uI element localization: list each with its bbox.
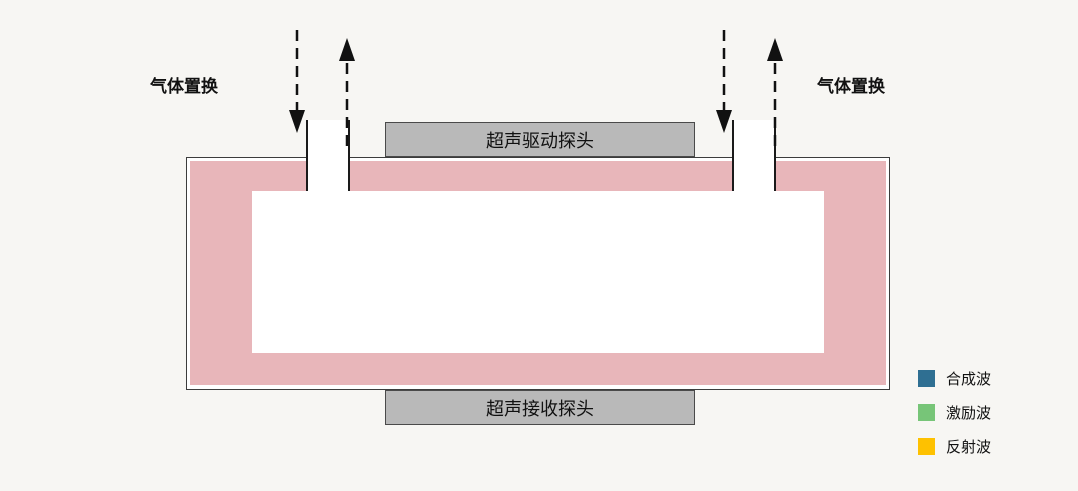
legend-item-excitation-wave: 激励波	[918, 403, 992, 422]
gas-out-arrow-left-head	[339, 38, 355, 61]
driver-probe-label: 超声驱动探头	[486, 130, 594, 151]
chamber-wall-right	[824, 161, 886, 385]
gas-exchange-label-right: 气体置换	[817, 77, 885, 96]
excitation-wave-swatch-icon	[918, 403, 935, 421]
gas-out-arrow-right-head	[767, 38, 783, 61]
synthesized-wave-swatch-icon	[918, 369, 935, 387]
ultrasonic-receiver-probe: 超声接收探头	[385, 390, 695, 425]
legend: 合成波 激励波 反射波	[918, 369, 991, 471]
legend-item-synthesized-wave: 合成波	[918, 369, 992, 388]
reflected-wave-swatch-icon	[918, 437, 935, 455]
chamber-wall-top-segment-1	[252, 161, 306, 191]
gas-port-left	[306, 120, 350, 191]
legend-label-synthesized-wave: 合成波	[946, 370, 992, 388]
receiver-probe-label: 超声接收探头	[486, 398, 594, 419]
chamber-wall-left	[190, 161, 252, 385]
gas-exchange-label-left: 气体置换	[150, 77, 218, 96]
chamber-wall-top-segment-3	[776, 161, 824, 191]
chamber-wall-top-segment-2	[350, 161, 732, 191]
legend-label-reflected-wave: 反射波	[946, 438, 992, 456]
gas-port-right	[732, 120, 776, 191]
legend-item-reflected-wave: 反射波	[918, 437, 992, 456]
gas-in-arrow-left-head	[289, 110, 305, 133]
chamber-wall-bottom	[252, 353, 824, 385]
gas-in-arrow-right-head	[716, 110, 732, 133]
legend-label-excitation-wave: 激励波	[946, 404, 992, 422]
ultrasonic-driver-probe: 超声驱动探头	[385, 122, 695, 157]
chamber-body	[186, 157, 890, 390]
